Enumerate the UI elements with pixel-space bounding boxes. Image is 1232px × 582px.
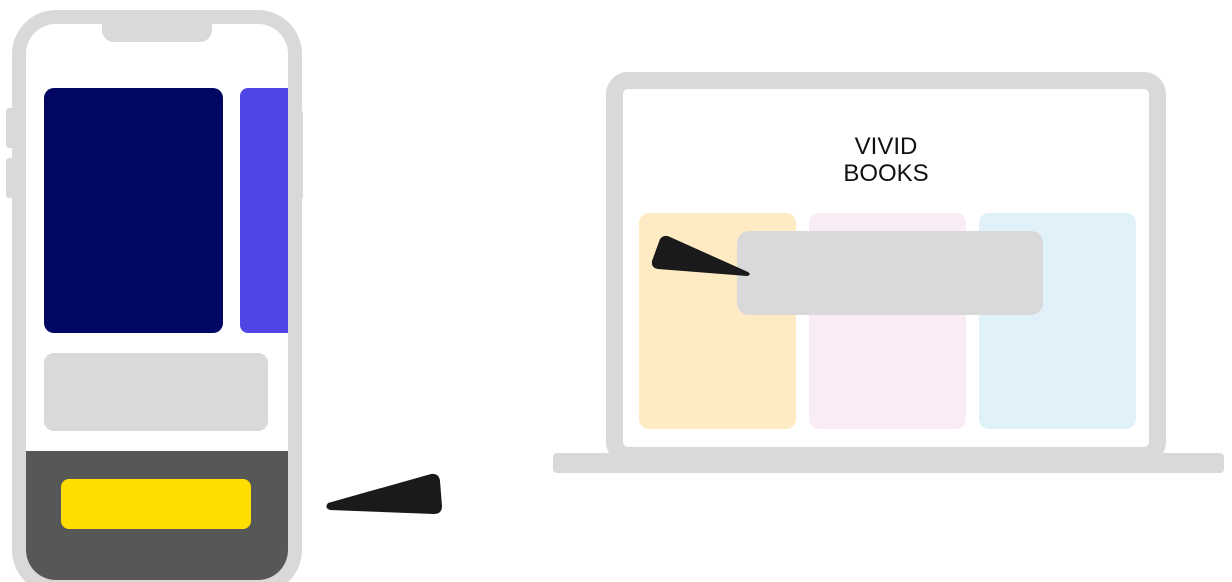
phone-cta-button[interactable] (61, 479, 251, 529)
phone-featured-card[interactable] (44, 88, 223, 333)
pointer-icon (651, 235, 750, 276)
phone-volume-up-button (6, 108, 16, 148)
phone-notch (102, 24, 212, 42)
phone-content-placeholder (44, 353, 268, 431)
phone-volume-down-button (6, 158, 16, 198)
laptop-base (553, 453, 1224, 473)
laptop-mockup: VIVID BOOKS (606, 72, 1166, 464)
pointer-icon (326, 473, 442, 514)
laptop-title-line-1: VIVID (854, 133, 918, 160)
phone-next-card-peek[interactable] (240, 88, 288, 333)
laptop-title-line-2: BOOKS (843, 160, 929, 187)
laptop-overlay-card[interactable] (737, 231, 1043, 315)
laptop-site-title: VIVID BOOKS (616, 133, 1156, 187)
phone-mockup (12, 10, 302, 582)
phone-bottom-bar (26, 451, 288, 580)
